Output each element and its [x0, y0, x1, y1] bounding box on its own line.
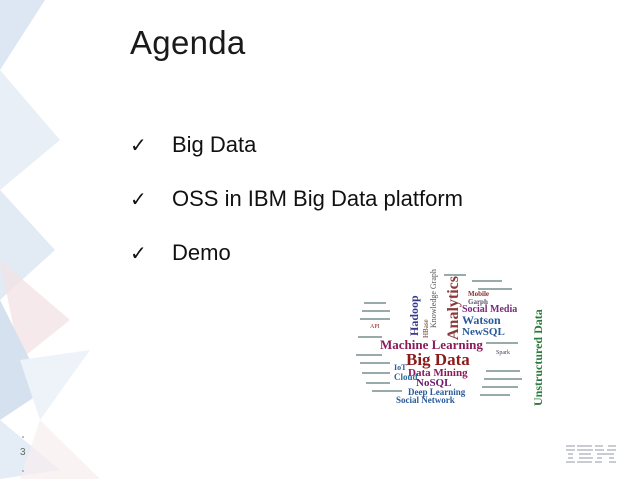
agenda-item: ✓ Big Data	[130, 118, 463, 172]
cloud-word: Spark	[496, 350, 510, 356]
cloud-filler-lines	[356, 274, 522, 396]
cloud-word: Knowledge Graph	[429, 269, 438, 328]
cloud-word: HBase	[422, 319, 430, 338]
cloud-word: NoSQL	[416, 377, 451, 389]
agenda-item: ✓ Demo	[130, 226, 463, 280]
cloud-word: Deep Learning	[408, 387, 466, 397]
page-number: 3	[20, 447, 26, 458]
cloud-word: Watson	[462, 313, 501, 327]
footer-dot	[22, 470, 24, 472]
cloud-word: Big Data	[406, 350, 470, 369]
cloud-word: Garph	[468, 298, 488, 306]
cloud-word: Unstructured Data	[531, 309, 545, 406]
cloud-word: IoT	[394, 363, 407, 372]
check-icon: ✓	[130, 188, 147, 211]
agenda-item-text: Demo	[172, 240, 231, 265]
cloud-word: Social Media	[462, 304, 517, 315]
cloud-word: Hadoop	[407, 295, 421, 336]
agenda-item-text: Big Data	[172, 132, 257, 157]
check-icon: ✓	[130, 242, 147, 265]
cloud-word: Data Mining	[408, 367, 468, 379]
cloud-word: Social Network	[396, 395, 455, 405]
cloud-word: Cloud	[394, 372, 418, 382]
cloud-word: Machine Learning	[380, 337, 483, 352]
cloud-word: Analytics	[445, 276, 462, 340]
big-data-word-cloud: Analytics Hadoop Knowledge Graph Social …	[346, 266, 550, 412]
agenda-list: ✓ Big Data ✓ OSS in IBM Big Data platfor…	[130, 118, 463, 280]
footer-dot	[22, 436, 24, 438]
ibm-logo	[566, 445, 616, 463]
cloud-word: NewSQL	[462, 326, 505, 338]
agenda-item-text: OSS in IBM Big Data platform	[172, 186, 463, 211]
cloud-word: Mobile	[468, 290, 489, 298]
decorative-triangles	[0, 0, 100, 479]
slide-title: Agenda	[130, 24, 246, 61]
agenda-item: ✓ OSS in IBM Big Data platform	[130, 172, 463, 226]
check-icon: ✓	[130, 134, 147, 157]
cloud-word: API	[370, 324, 380, 330]
